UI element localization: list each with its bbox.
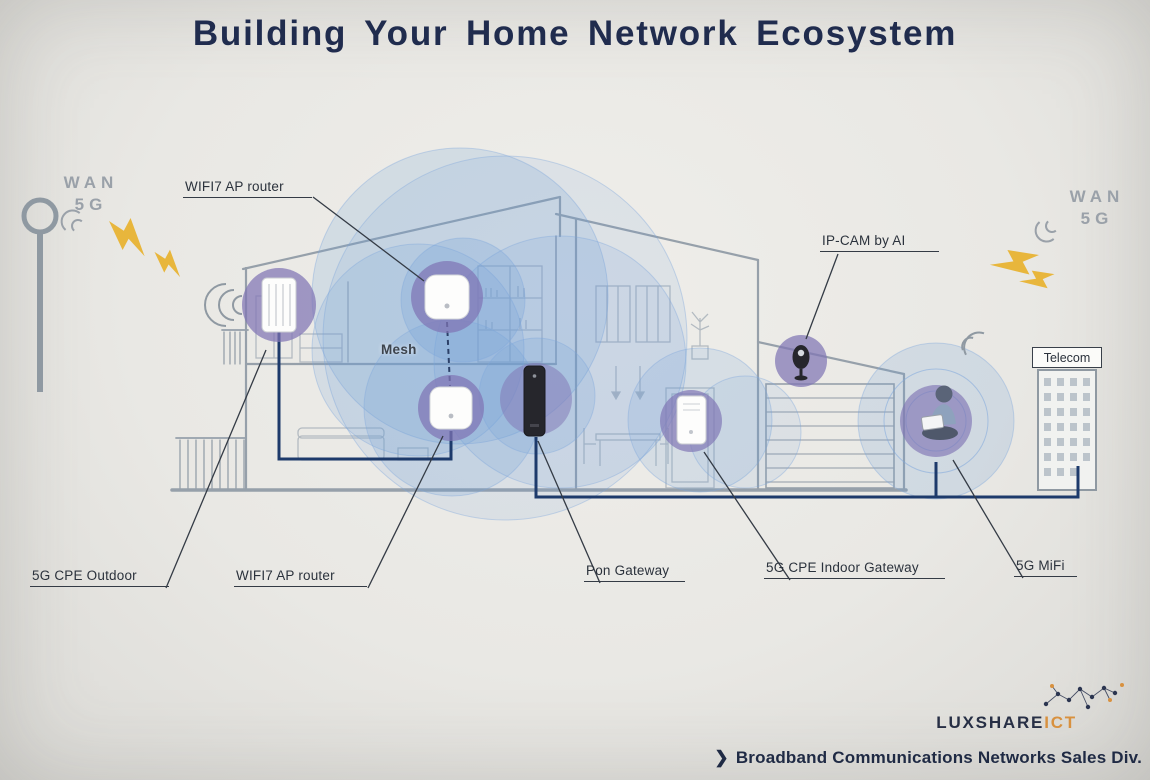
signal-waves-outdoor-icon — [204, 283, 243, 327]
telecom-building — [1037, 369, 1097, 491]
division-line: ❯ Broadband Communications Networks Sales… — [714, 748, 1142, 768]
mifi-user-icon — [921, 385, 958, 440]
coverage-circles — [311, 147, 1015, 521]
brand-suffix: ICT — [1044, 713, 1077, 732]
callout-lines — [165, 196, 1024, 589]
signal-waves-wan-left-icon — [60, 209, 83, 232]
cpe-indoor-icon — [676, 395, 707, 445]
telecom-label: Telecom — [1032, 347, 1102, 368]
lightning-bolts-left-icon — [109, 218, 181, 278]
callout-wifi7-ap-bottom: WIFI7 AP router — [234, 568, 367, 587]
network-cable — [277, 332, 1080, 499]
lightning-bolts-right-icon — [989, 250, 1055, 289]
house-structure — [170, 195, 908, 492]
antenna-5g-icon — [21, 197, 59, 392]
wan-5g-right-label: WAN 5G — [1058, 186, 1136, 230]
wan-left-line2: 5G — [74, 195, 108, 215]
callout-ip-cam: IP-CAM by AI — [820, 233, 940, 252]
chevron-icon: ❯ — [714, 748, 729, 767]
mesh-label: Mesh — [381, 342, 417, 357]
page-title: Building Your Home Network Ecosystem — [192, 14, 958, 53]
wan-right-line1: WAN — [1069, 187, 1125, 206]
wifi7-ap-bottom-icon — [429, 386, 473, 430]
wifi7-ap-top-icon — [424, 274, 470, 320]
callout-cpe-indoor: 5G CPE Indoor Gateway — [764, 560, 945, 579]
callout-wifi7-ap-top: WIFI7 AP router — [183, 179, 312, 198]
wan-left-line1: WAN — [63, 173, 119, 192]
callout-pon-gateway: Pon Gateway — [584, 563, 686, 582]
brand-logo: LUXSHAREICT — [936, 713, 1077, 733]
pon-gateway-icon — [523, 365, 546, 437]
signal-waves-mifi-icon — [961, 331, 985, 356]
callout-5g-mifi: 5G MiFi — [1014, 558, 1077, 577]
cpe-outdoor-icon — [261, 277, 297, 333]
division-text: Broadband Communications Networks Sales … — [735, 748, 1142, 767]
ip-cam-icon — [792, 345, 810, 381]
brand-primary: LUXSHARE — [936, 713, 1045, 732]
callout-cpe-outdoor: 5G CPE Outdoor — [30, 568, 169, 587]
signal-waves-wan-right-icon — [1034, 220, 1057, 243]
wan-right-line2: 5G — [1080, 209, 1114, 229]
constellation-logo-icon — [1043, 683, 1124, 710]
wan-5g-left-label: WAN 5G — [52, 172, 130, 216]
